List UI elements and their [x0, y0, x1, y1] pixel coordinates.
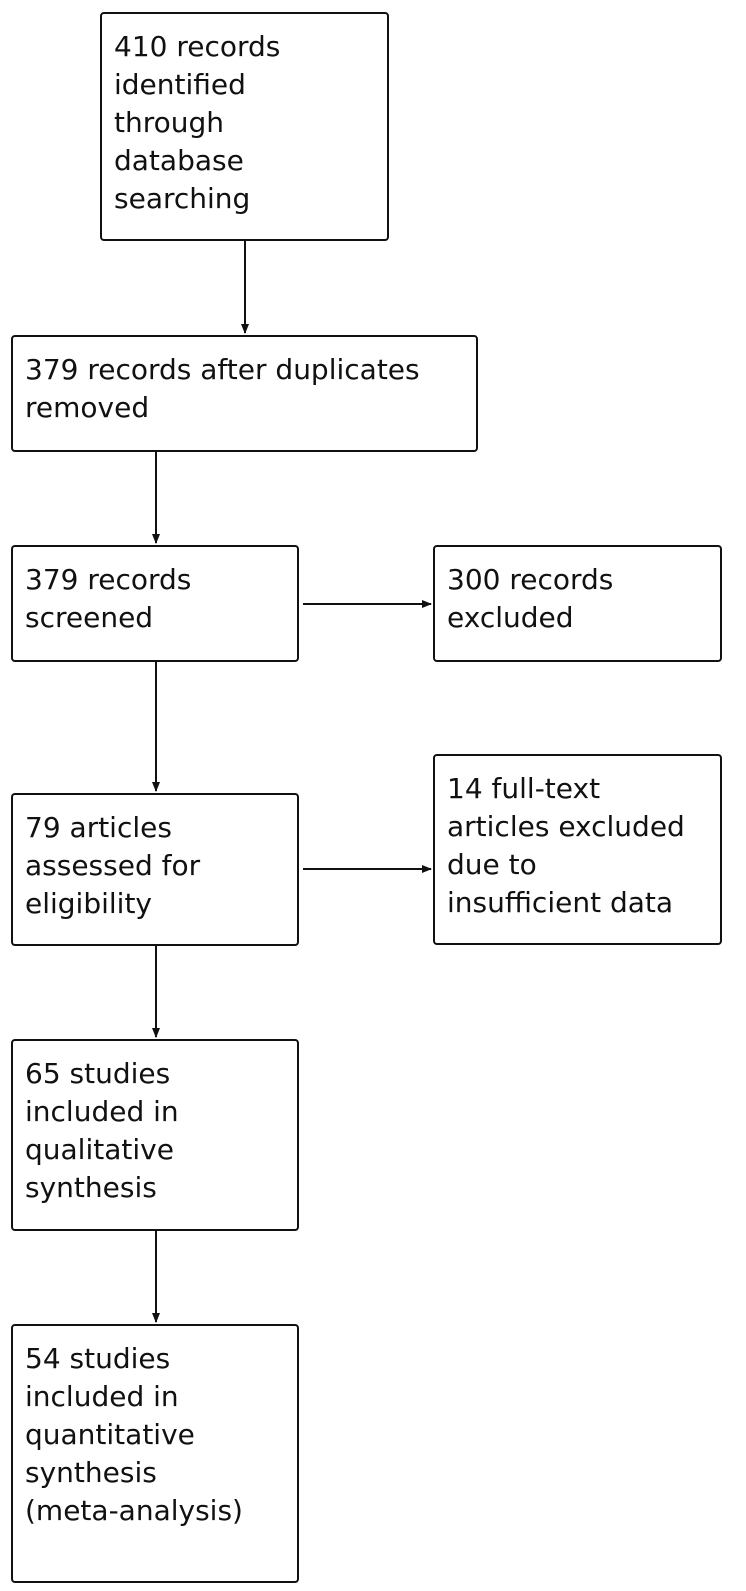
full-text-excluded-box: 14 full-text articles excluded due to in… — [433, 754, 722, 945]
quantitative-synthesis-box: 54 studies included in quantitative synt… — [11, 1324, 299, 1583]
records-excluded-box: 300 records excluded — [433, 545, 722, 662]
records-identified-box: 410 records identified through database … — [100, 12, 389, 241]
records-after-duplicates-box: 379 records after duplicates removed — [11, 335, 478, 452]
qualitative-synthesis-box: 65 studies included in qualitative synth… — [11, 1039, 299, 1231]
records-screened-box: 379 records screened — [11, 545, 299, 662]
articles-assessed-box: 79 articles assessed for eligibility — [11, 793, 299, 946]
